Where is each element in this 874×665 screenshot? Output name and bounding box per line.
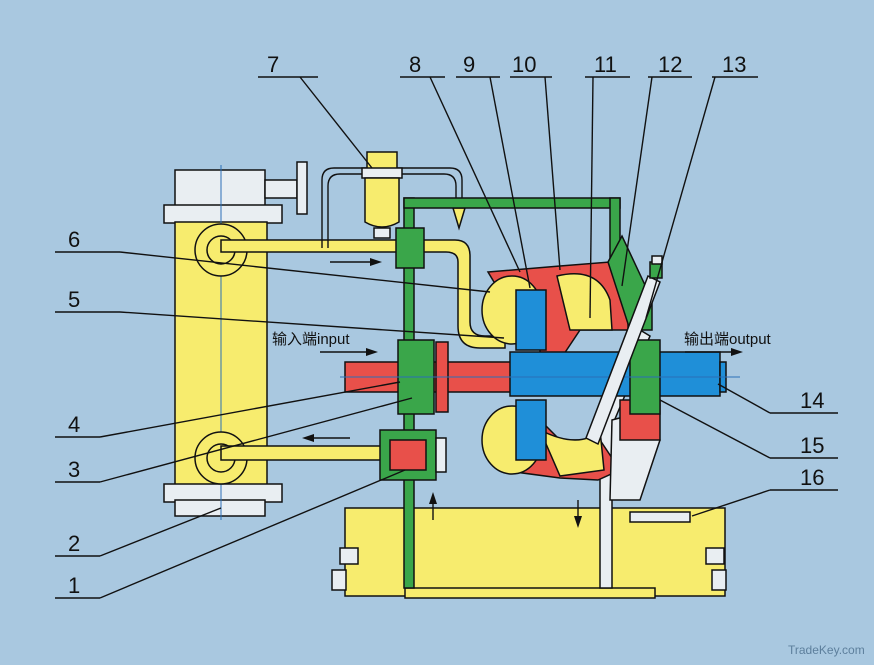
leader-lines <box>55 76 838 599</box>
part-number-5: 5 <box>68 287 80 312</box>
part-number-16: 16 <box>800 465 824 490</box>
oil-pump <box>379 429 447 481</box>
part-number-7: 7 <box>267 52 279 77</box>
part-number-8: 8 <box>409 52 421 77</box>
cooler <box>163 161 308 520</box>
part-number-1: 1 <box>68 573 80 598</box>
part-number-6: 6 <box>68 227 80 252</box>
input-label: 输入端input <box>272 331 350 348</box>
scoop-tube <box>585 255 663 446</box>
part-number-3: 3 <box>68 457 80 482</box>
output-label: 输出端output <box>684 331 772 348</box>
part-number-4: 4 <box>68 412 80 437</box>
part-number-12: 12 <box>658 52 682 77</box>
part-number-14: 14 <box>800 388 824 413</box>
part-number-9: 9 <box>463 52 475 77</box>
watermark: TradeKey.com <box>788 643 865 657</box>
part-number-13: 13 <box>722 52 746 77</box>
oil-filter <box>361 151 403 239</box>
part-number-11: 11 <box>594 52 617 77</box>
oil-tank <box>331 507 727 599</box>
part-number-10: 10 <box>512 52 536 77</box>
coupling-casing <box>481 234 661 501</box>
part-number-15: 15 <box>800 433 824 458</box>
part-numbers: 7 8 9 10 11 12 13 6 5 4 3 2 1 14 15 16 <box>68 52 824 598</box>
flow-arrows <box>302 258 743 528</box>
part-number-2: 2 <box>68 531 80 556</box>
